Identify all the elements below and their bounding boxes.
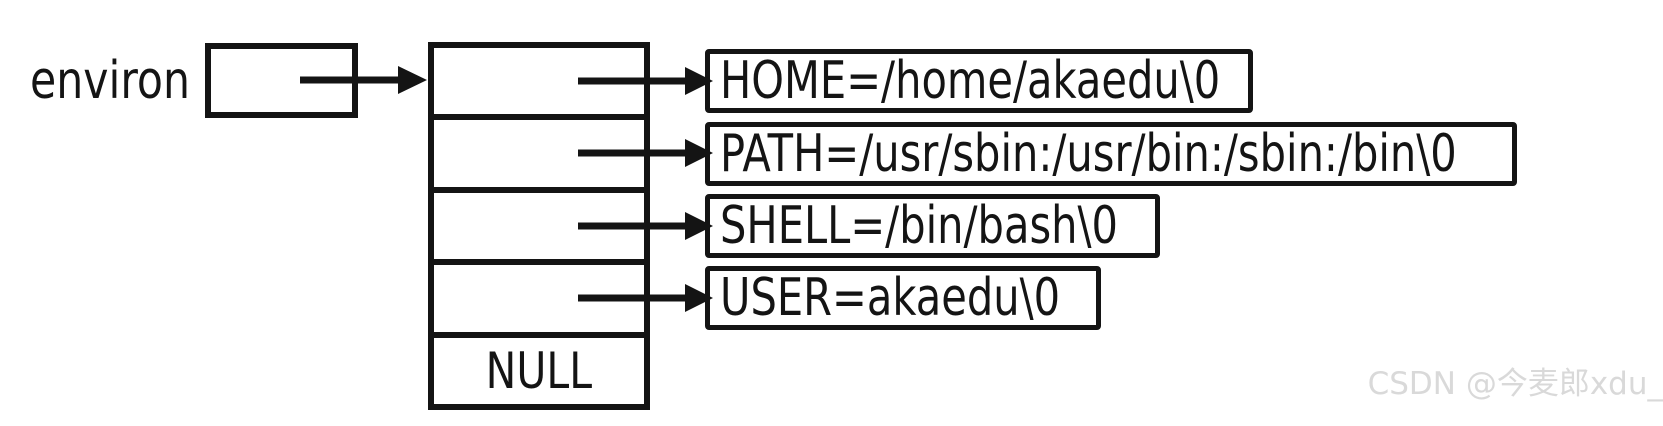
pointer-array-cell-1: [434, 114, 644, 186]
env-string-box-user: USER=akaedu\0: [705, 266, 1101, 330]
null-terminator-label: NULL: [485, 341, 593, 400]
pointer-array: NULL: [428, 42, 650, 410]
env-string-user: USER=akaedu\0: [720, 268, 1061, 328]
env-string-box-shell: SHELL=/bin/bash\0: [705, 194, 1160, 258]
pointer-array-cell-null: NULL: [434, 331, 644, 404]
environ-pointer-cell: [205, 43, 358, 118]
env-string-box-path: PATH=/usr/sbin:/usr/bin:/sbin:/bin\0: [705, 122, 1517, 186]
csdn-watermark: CSDN @今麦郎xdu_: [1367, 366, 1663, 402]
env-string-home: HOME=/home/akaedu\0: [720, 51, 1221, 111]
pointer-array-cell-3: [434, 259, 644, 331]
env-string-shell: SHELL=/bin/bash\0: [720, 196, 1118, 256]
pointer-array-cell-0: [434, 48, 644, 114]
env-string-box-home: HOME=/home/akaedu\0: [705, 49, 1253, 113]
pointer-array-cell-2: [434, 186, 644, 259]
env-string-path: PATH=/usr/sbin:/usr/bin:/sbin:/bin\0: [720, 124, 1457, 184]
environ-variable-label: environ: [30, 51, 191, 111]
